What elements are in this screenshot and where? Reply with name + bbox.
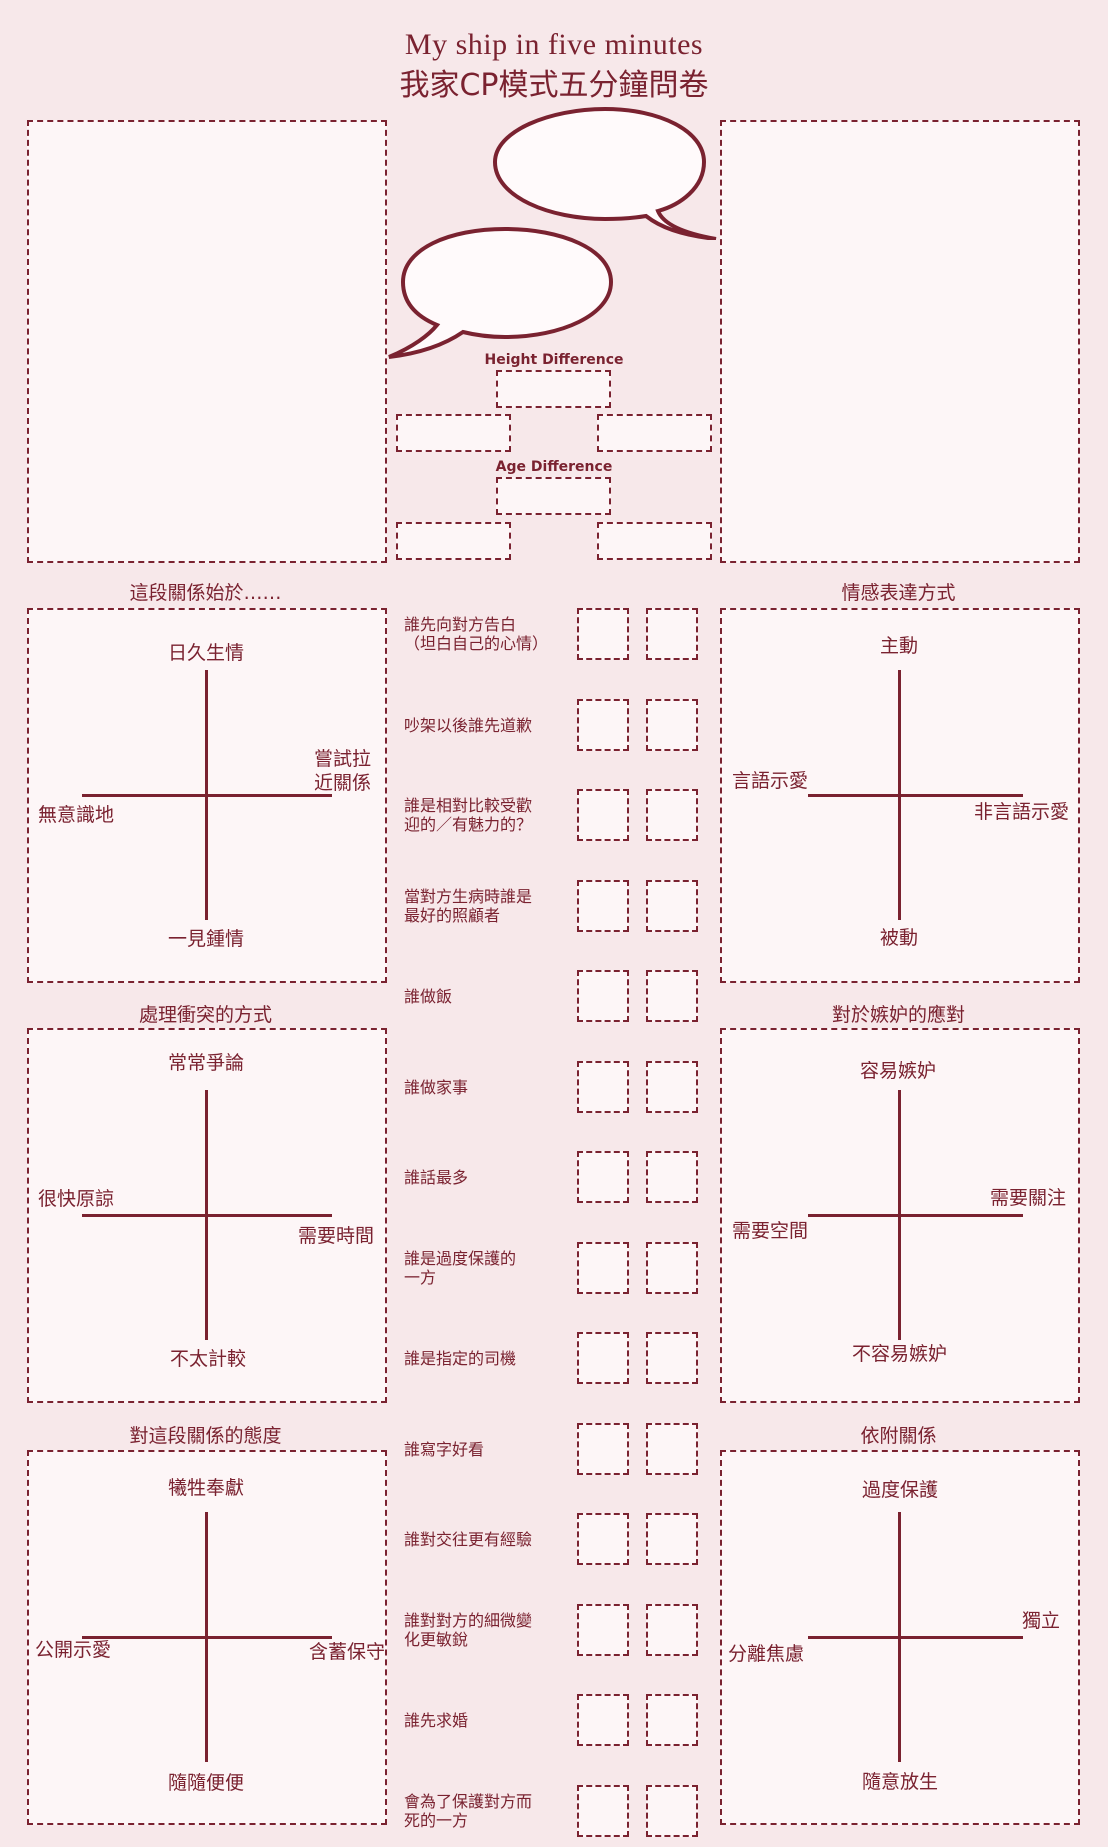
answer-box-a[interactable] bbox=[577, 1694, 629, 1746]
quadrant-conflict-title: 處理衝突的方式 bbox=[138, 1004, 272, 1026]
answer-box-b[interactable] bbox=[646, 1694, 698, 1746]
quadrant-start-bottom: 一見鍾情 bbox=[168, 928, 245, 950]
quadrant-expression-title: 情感表達方式 bbox=[841, 582, 956, 604]
quadrant-expression-top: 主動 bbox=[880, 635, 919, 657]
quadrant-attachment-top: 過度保護 bbox=[862, 1479, 939, 1501]
quadrant-attachment-title: 依附關係 bbox=[860, 1425, 937, 1447]
answer-box-b[interactable] bbox=[646, 1423, 698, 1475]
quadrant-expression-bottom: 被動 bbox=[880, 927, 919, 949]
quadrant-conflict-left: 很快原諒 bbox=[38, 1188, 115, 1210]
question-label: 誰做飯 bbox=[404, 986, 453, 1006]
quadrant-attachment-haxis bbox=[808, 1636, 1023, 1639]
question-label: 吵架以後誰先道歉 bbox=[404, 715, 533, 735]
quadrant-conflict-haxis bbox=[82, 1214, 332, 1217]
speech-bubble-right[interactable] bbox=[490, 105, 720, 240]
quadrant-start-haxis bbox=[82, 794, 332, 797]
quadrant-attachment-bottom: 隨意放生 bbox=[862, 1771, 939, 1793]
answer-box-b[interactable] bbox=[646, 789, 698, 841]
height-box-left[interactable] bbox=[396, 414, 511, 452]
answer-box-a[interactable] bbox=[577, 1785, 629, 1837]
quadrant-attitude-bottom: 隨隨便便 bbox=[168, 1772, 245, 1794]
quadrant-expression-left: 言語示愛 bbox=[732, 770, 809, 792]
question-label: 誰話最多 bbox=[404, 1167, 469, 1187]
answer-box-b[interactable] bbox=[646, 608, 698, 660]
quadrant-attitude-right: 含蓄保守 bbox=[309, 1641, 386, 1663]
answer-box-a[interactable] bbox=[577, 1151, 629, 1203]
answer-box-b[interactable] bbox=[646, 699, 698, 751]
quadrant-jealousy-haxis bbox=[808, 1214, 1023, 1217]
answer-box-a[interactable] bbox=[577, 1061, 629, 1113]
question-label: 誰對對方的細微變 化更敏銳 bbox=[404, 1611, 533, 1649]
answer-box-b[interactable] bbox=[646, 1513, 698, 1565]
quadrant-attitude-title: 對這段關係的態度 bbox=[129, 1425, 282, 1447]
answer-box-b[interactable] bbox=[646, 970, 698, 1022]
quadrant-start-right: 嘗試拉 近關係 bbox=[314, 748, 372, 794]
age-difference-box-center[interactable] bbox=[496, 477, 611, 515]
height-difference-box-center[interactable] bbox=[496, 370, 611, 408]
quadrant-start-title: 這段關係始於…… bbox=[129, 582, 282, 604]
answer-box-b[interactable] bbox=[646, 1061, 698, 1113]
quadrant-attitude-left: 公開示愛 bbox=[35, 1639, 112, 1661]
portrait-box-right[interactable] bbox=[720, 120, 1080, 563]
question-label: 當對方生病時誰是 最好的照顧者 bbox=[404, 887, 533, 925]
quadrant-jealousy-bottom: 不容易嫉妒 bbox=[852, 1343, 948, 1365]
quadrant-jealousy-right: 需要關注 bbox=[990, 1187, 1067, 1209]
age-box-right[interactable] bbox=[597, 522, 712, 560]
speech-bubble-left[interactable] bbox=[385, 225, 615, 360]
quadrant-expression-haxis bbox=[808, 794, 1023, 797]
quadrant-attachment-left: 分離焦慮 bbox=[728, 1643, 805, 1665]
question-label: 誰先求婚 bbox=[404, 1710, 469, 1730]
answer-box-b[interactable] bbox=[646, 1604, 698, 1656]
question-label: 誰先向對方告白 （坦白自己的心情） bbox=[404, 615, 549, 653]
answer-box-b[interactable] bbox=[646, 1151, 698, 1203]
age-difference-label: Age Difference bbox=[495, 459, 613, 475]
answer-box-a[interactable] bbox=[577, 1332, 629, 1384]
quadrant-expression-right: 非言語示愛 bbox=[974, 801, 1070, 823]
quadrant-jealousy-title: 對於嫉妒的應對 bbox=[831, 1004, 965, 1026]
question-label: 誰是相對比較受歡 迎的／有魅力的？ bbox=[404, 796, 533, 834]
answer-box-b[interactable] bbox=[646, 1242, 698, 1294]
height-box-right[interactable] bbox=[597, 414, 712, 452]
question-label: 誰是指定的司機 bbox=[404, 1348, 517, 1368]
answer-box-b[interactable] bbox=[646, 1332, 698, 1384]
quadrant-conflict-top: 常常爭論 bbox=[168, 1052, 245, 1074]
answer-box-a[interactable] bbox=[577, 1242, 629, 1294]
quadrant-attitude-haxis bbox=[82, 1636, 332, 1639]
quadrant-conflict-right: 需要時間 bbox=[298, 1225, 375, 1247]
question-label: 誰做家事 bbox=[404, 1077, 469, 1097]
answer-box-a[interactable] bbox=[577, 699, 629, 751]
quadrant-start-left: 無意識地 bbox=[38, 804, 115, 826]
quadrant-start-top: 日久生情 bbox=[168, 642, 245, 664]
answer-box-b[interactable] bbox=[646, 880, 698, 932]
answer-box-b[interactable] bbox=[646, 1785, 698, 1837]
answer-box-a[interactable] bbox=[577, 880, 629, 932]
answer-box-a[interactable] bbox=[577, 608, 629, 660]
answer-box-a[interactable] bbox=[577, 1513, 629, 1565]
question-label: 誰是過度保護的 一方 bbox=[404, 1249, 517, 1287]
title-chinese: 我家CP模式五分鐘問卷 bbox=[399, 68, 709, 103]
answer-box-a[interactable] bbox=[577, 1604, 629, 1656]
quadrant-jealousy-top: 容易嫉妒 bbox=[860, 1060, 937, 1082]
answer-box-a[interactable] bbox=[577, 970, 629, 1022]
portrait-box-left[interactable] bbox=[27, 120, 387, 563]
age-box-left[interactable] bbox=[396, 522, 511, 560]
quadrant-attachment-right: 獨立 bbox=[1022, 1610, 1061, 1632]
quadrant-attitude-top: 犧牲奉獻 bbox=[168, 1477, 245, 1499]
question-label: 誰對交往更有經驗 bbox=[404, 1529, 533, 1549]
question-label: 會為了保護對方而 死的一方 bbox=[404, 1792, 533, 1830]
quadrant-jealousy-left: 需要空間 bbox=[732, 1220, 809, 1242]
quadrant-conflict-bottom: 不太計較 bbox=[170, 1348, 247, 1370]
height-difference-label: Height Difference bbox=[484, 352, 624, 368]
title-english: My ship in five minutes bbox=[404, 28, 704, 61]
answer-box-a[interactable] bbox=[577, 1423, 629, 1475]
question-label: 誰寫字好看 bbox=[404, 1439, 485, 1459]
answer-box-a[interactable] bbox=[577, 789, 629, 841]
